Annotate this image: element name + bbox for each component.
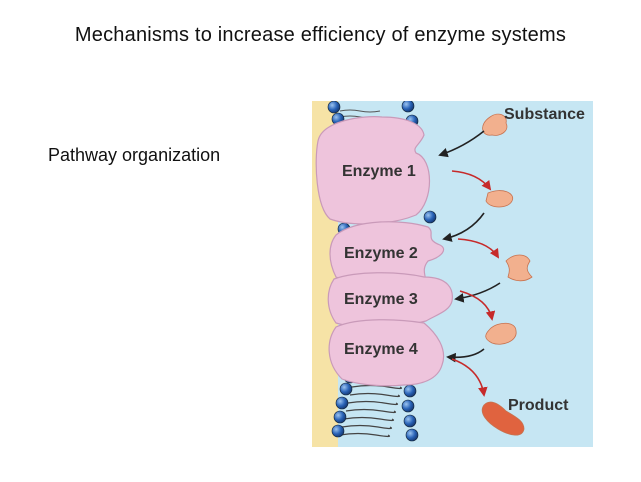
slide-title: Mechanisms to increase efficiency of enz… (74, 24, 567, 46)
arrow-enzyme-1-to-intermediate-1 (451, 170, 492, 191)
enzyme-4-shape (328, 319, 445, 387)
arrow-enzyme-4-to-product (451, 358, 488, 397)
bullet-pathway-organization: Pathway organization (48, 145, 221, 165)
enzyme-complex (315, 116, 453, 387)
arrow-enzyme-3-to-intermediate-3 (459, 290, 496, 321)
product-molecule (481, 401, 525, 436)
enzyme-3-label: Enzyme 3 (344, 291, 418, 308)
enzyme-pathway-diagram: Enzyme 1 Enzyme 2 Enzyme 3 Enzyme 4 Subs… (312, 101, 593, 447)
substrate-molecules (481, 113, 533, 436)
enzyme-1-shape (315, 116, 431, 225)
arrow-intermediate-2-to-enzyme-3 (454, 282, 501, 303)
substance-molecule (482, 113, 508, 136)
enzyme-1-label: Enzyme 1 (342, 163, 416, 180)
arrow-intermediate-3-to-enzyme-4 (446, 348, 485, 363)
arrow-enzyme-2-to-intermediate-2 (457, 238, 500, 259)
enzyme-3-shape (327, 272, 453, 328)
enzyme-2-label: Enzyme 2 (344, 245, 418, 262)
product-label: Product (508, 397, 569, 414)
intermediate-2 (505, 254, 533, 282)
intermediate-1 (485, 190, 514, 208)
enzyme-2-shape (329, 221, 445, 286)
intermediate-3 (485, 322, 517, 345)
arrow-intermediate-1-to-enzyme-2 (442, 212, 485, 242)
enzyme-4-label: Enzyme 4 (344, 341, 418, 358)
arrow-substance-to-enzyme-1 (438, 130, 485, 158)
pathway-arrows (438, 130, 501, 397)
substance-label: Substance (504, 106, 585, 123)
